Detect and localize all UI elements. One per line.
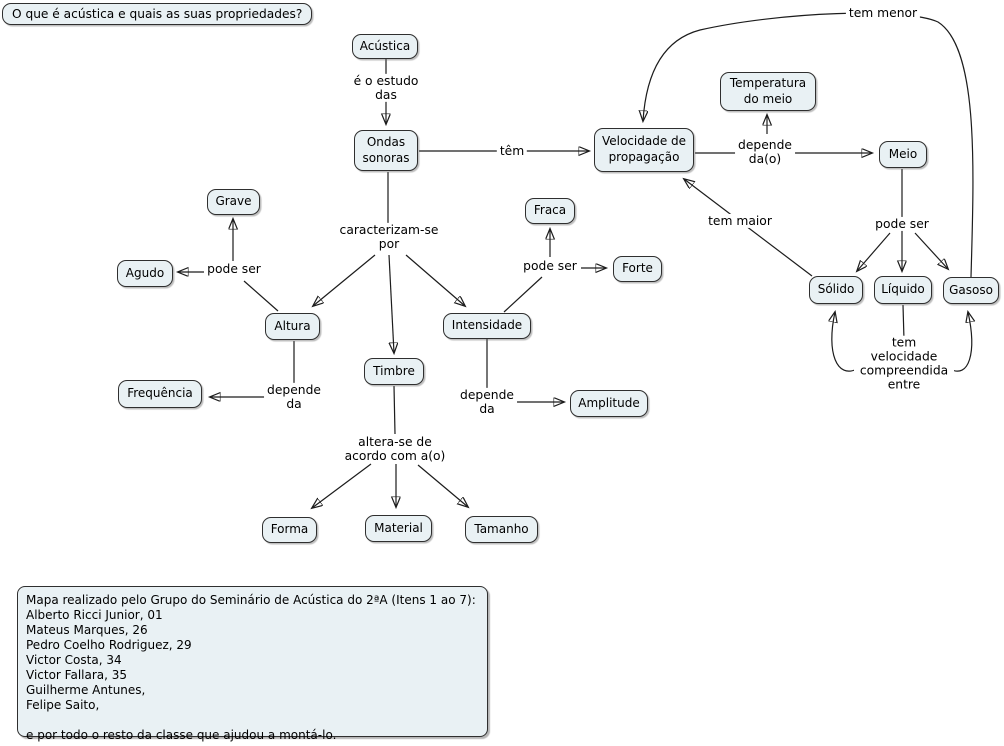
node-grave[interactable]: Grave xyxy=(207,189,260,215)
arrow-podeser-gasoso xyxy=(914,232,948,269)
credits-line: Mapa realizado pelo Grupo do Seminário d… xyxy=(26,593,476,607)
credits-line: Victor Costa, 34 xyxy=(26,653,122,667)
node-timbre[interactable]: Timbre xyxy=(364,358,424,385)
node-forma[interactable]: Forma xyxy=(262,517,317,543)
arrow-temvelocidade-solido xyxy=(832,312,858,372)
edge-label-depende-da-intensidade[interactable]: depende da xyxy=(457,387,517,417)
arrow-alterase-tamanho xyxy=(417,464,468,507)
node-material[interactable]: Material xyxy=(365,515,432,542)
node-altura[interactable]: Altura xyxy=(265,313,320,340)
edge-label-pode-ser-intensidade[interactable]: pode ser xyxy=(520,258,580,274)
credits-line: Victor Fallara, 35 xyxy=(26,668,128,682)
edge-altura-podeser xyxy=(243,280,279,312)
node-intensidade[interactable]: Intensidade xyxy=(443,313,531,339)
node-fraca[interactable]: Fraca xyxy=(525,198,575,224)
arrow-caracterizam-altura xyxy=(313,254,376,306)
edge-label-tem[interactable]: têm xyxy=(496,143,528,159)
edge-label-depende-dao[interactable]: depende da(o) xyxy=(735,137,795,167)
edge-label-altera-se[interactable]: altera-se de acordo com a(o) xyxy=(341,434,449,464)
node-frequencia[interactable]: Frequência xyxy=(118,380,202,408)
edge-intensidade-podeser xyxy=(503,276,543,313)
credits-line: Felipe Saito, xyxy=(26,698,100,712)
edge-label-tem-menor[interactable]: tem menor xyxy=(845,5,921,21)
arrow-podeser-solido xyxy=(857,232,891,271)
edge-label-caracterizam-se-por[interactable]: caracterizam-se por xyxy=(336,222,442,252)
node-tamanho[interactable]: Tamanho xyxy=(465,516,538,543)
edge-label-tem-velocidade[interactable]: tem velocidade compreendida entre xyxy=(854,335,954,393)
edge-liquido-temvelocidade xyxy=(902,304,905,341)
arrow-caracterizam-intensidade xyxy=(405,254,465,306)
node-temperatura-do-meio[interactable]: Temperatura do meio xyxy=(720,72,816,111)
credits-line: Guilherme Antunes, xyxy=(26,683,146,697)
credits-line: Pedro Coelho Rodriguez, 29 xyxy=(26,638,192,652)
edge-label-e-o-estudo-das[interactable]: é o estudo das xyxy=(350,73,422,103)
node-gasoso[interactable]: Gasoso xyxy=(943,277,999,304)
node-solido[interactable]: Sólido xyxy=(809,276,863,304)
arrow-caracterizam-timbre xyxy=(389,254,394,353)
node-velocidade-de-propagacao[interactable]: Velocidade de propagação xyxy=(594,128,694,172)
node-agudo[interactable]: Agudo xyxy=(117,260,173,287)
node-forte[interactable]: Forte xyxy=(613,256,662,282)
credits-line: Alberto Ricci Junior, 01 xyxy=(26,608,163,622)
credits-note[interactable]: Mapa realizado pelo Grupo do Seminário d… xyxy=(17,586,488,742)
arrow-temvelocidade-gasoso xyxy=(949,312,972,372)
edge-label-pode-ser-altura[interactable]: pode ser xyxy=(204,261,264,277)
node-liquido[interactable]: Líquido xyxy=(874,276,932,304)
edge-label-tem-maior[interactable]: tem maior xyxy=(705,213,775,229)
node-acustica[interactable]: Acústica xyxy=(352,34,418,59)
node-ondas-sonoras[interactable]: Ondas sonoras xyxy=(354,130,418,171)
node-meio[interactable]: Meio xyxy=(879,141,927,168)
arrow-alterase-forma xyxy=(312,463,372,508)
edge-label-pode-ser-meio[interactable]: pode ser xyxy=(872,216,932,232)
credits-line: Mateus Marques, 26 xyxy=(26,623,148,637)
node-amplitude[interactable]: Amplitude xyxy=(570,390,648,417)
edge-label-depende-da-altura[interactable]: depende da xyxy=(264,382,324,412)
credits-line: e por todo o resto da classe que ajudou … xyxy=(26,728,337,742)
focus-question-node[interactable]: O que é acústica e quais as suas proprie… xyxy=(2,3,313,25)
edge-timbre-alterase xyxy=(393,385,396,435)
credits-line xyxy=(26,713,479,728)
